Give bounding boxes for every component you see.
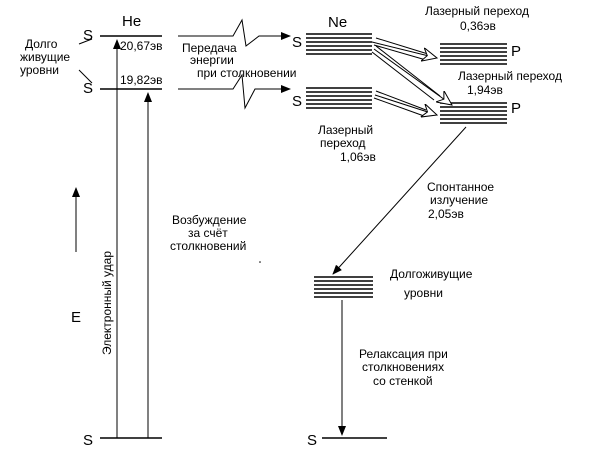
ne-p-upper-level-band: [440, 43, 507, 65]
ne-ground-state-label: S: [307, 432, 317, 449]
ne-p-upper-state-label: P: [511, 43, 521, 60]
laser-arrow-036: [371, 37, 437, 60]
spontaneous-label-line3: 2,05эв: [428, 207, 464, 221]
he-lower-energy-label: 19,82эв: [120, 73, 163, 87]
laser-arrow-106: [373, 90, 437, 116]
relaxation-label-line1: Релаксация при: [359, 347, 448, 361]
he-upper-state-label: S: [83, 27, 93, 44]
excitation-label-line2: за счёт: [188, 226, 228, 240]
he-ground-state-label: S: [83, 432, 93, 449]
ne-lower-level-band: [306, 87, 372, 109]
laser-036-label-line1: Лазерный переход: [425, 4, 529, 18]
transfer-arrow-lower: [178, 73, 291, 110]
ne-p-lower-level-band: [440, 102, 507, 124]
long-lived-bracket-upper: [78, 38, 93, 45]
laser-106-label-line2: переход: [320, 136, 366, 150]
laser-194-label-line2: 1,94эв: [467, 83, 503, 97]
he-atom-label: He: [122, 13, 141, 30]
long-lived-label-line3: уровни: [20, 63, 59, 77]
electron-impact-label: Электронный удар: [100, 251, 114, 355]
laser-arrow-194: [371, 45, 452, 105]
spontaneous-emission-arrow: [332, 126, 467, 275]
long-lived-label-line2: живущие: [20, 50, 70, 64]
he-upper-energy-label: 20,67эв: [120, 39, 163, 53]
ne-long-lived-level-band: [314, 276, 373, 298]
long-lived-label-line1: Долго: [25, 37, 58, 51]
laser-036-label-line2: 0,36эв: [460, 19, 496, 33]
spontaneous-label-line1: Спонтанное: [427, 180, 494, 194]
ne-long-lived-label-line1: Долгоживущие: [390, 267, 473, 281]
excitation-label-line1: Возбуждение: [172, 213, 247, 227]
ne-upper-level-band: [306, 33, 372, 55]
relaxation-label-line3: со стенкой: [373, 374, 433, 388]
energy-axis-label: E: [71, 309, 81, 326]
ne-atom-label: Ne: [328, 14, 347, 31]
laser-106-label-line3: 1,06эв: [340, 150, 376, 164]
ne-upper-state-label: S: [292, 34, 302, 51]
transfer-label-line2: энергии: [190, 53, 234, 67]
laser-106-label-line1: Лазерный: [318, 123, 373, 137]
ne-p-lower-state-label: P: [511, 100, 521, 117]
long-lived-bracket-lower: [78, 69, 93, 84]
relaxation-label-line2: столкновениях: [362, 360, 444, 374]
transfer-label-line1: Передача: [182, 41, 237, 55]
ne-long-lived-label-line2: уровни: [404, 286, 443, 300]
laser-194-label-line1: Лазерный переход: [458, 69, 562, 83]
transfer-label-line3: при столкновении: [197, 66, 296, 80]
spontaneous-label-line2: излучение: [430, 193, 488, 207]
stray-dot: [259, 261, 261, 263]
transfer-arrow-upper: [178, 18, 291, 47]
ne-lower-state-label: S: [292, 93, 302, 110]
excitation-label-line3: столкновений: [170, 239, 246, 253]
he-lower-state-label: S: [83, 80, 93, 97]
